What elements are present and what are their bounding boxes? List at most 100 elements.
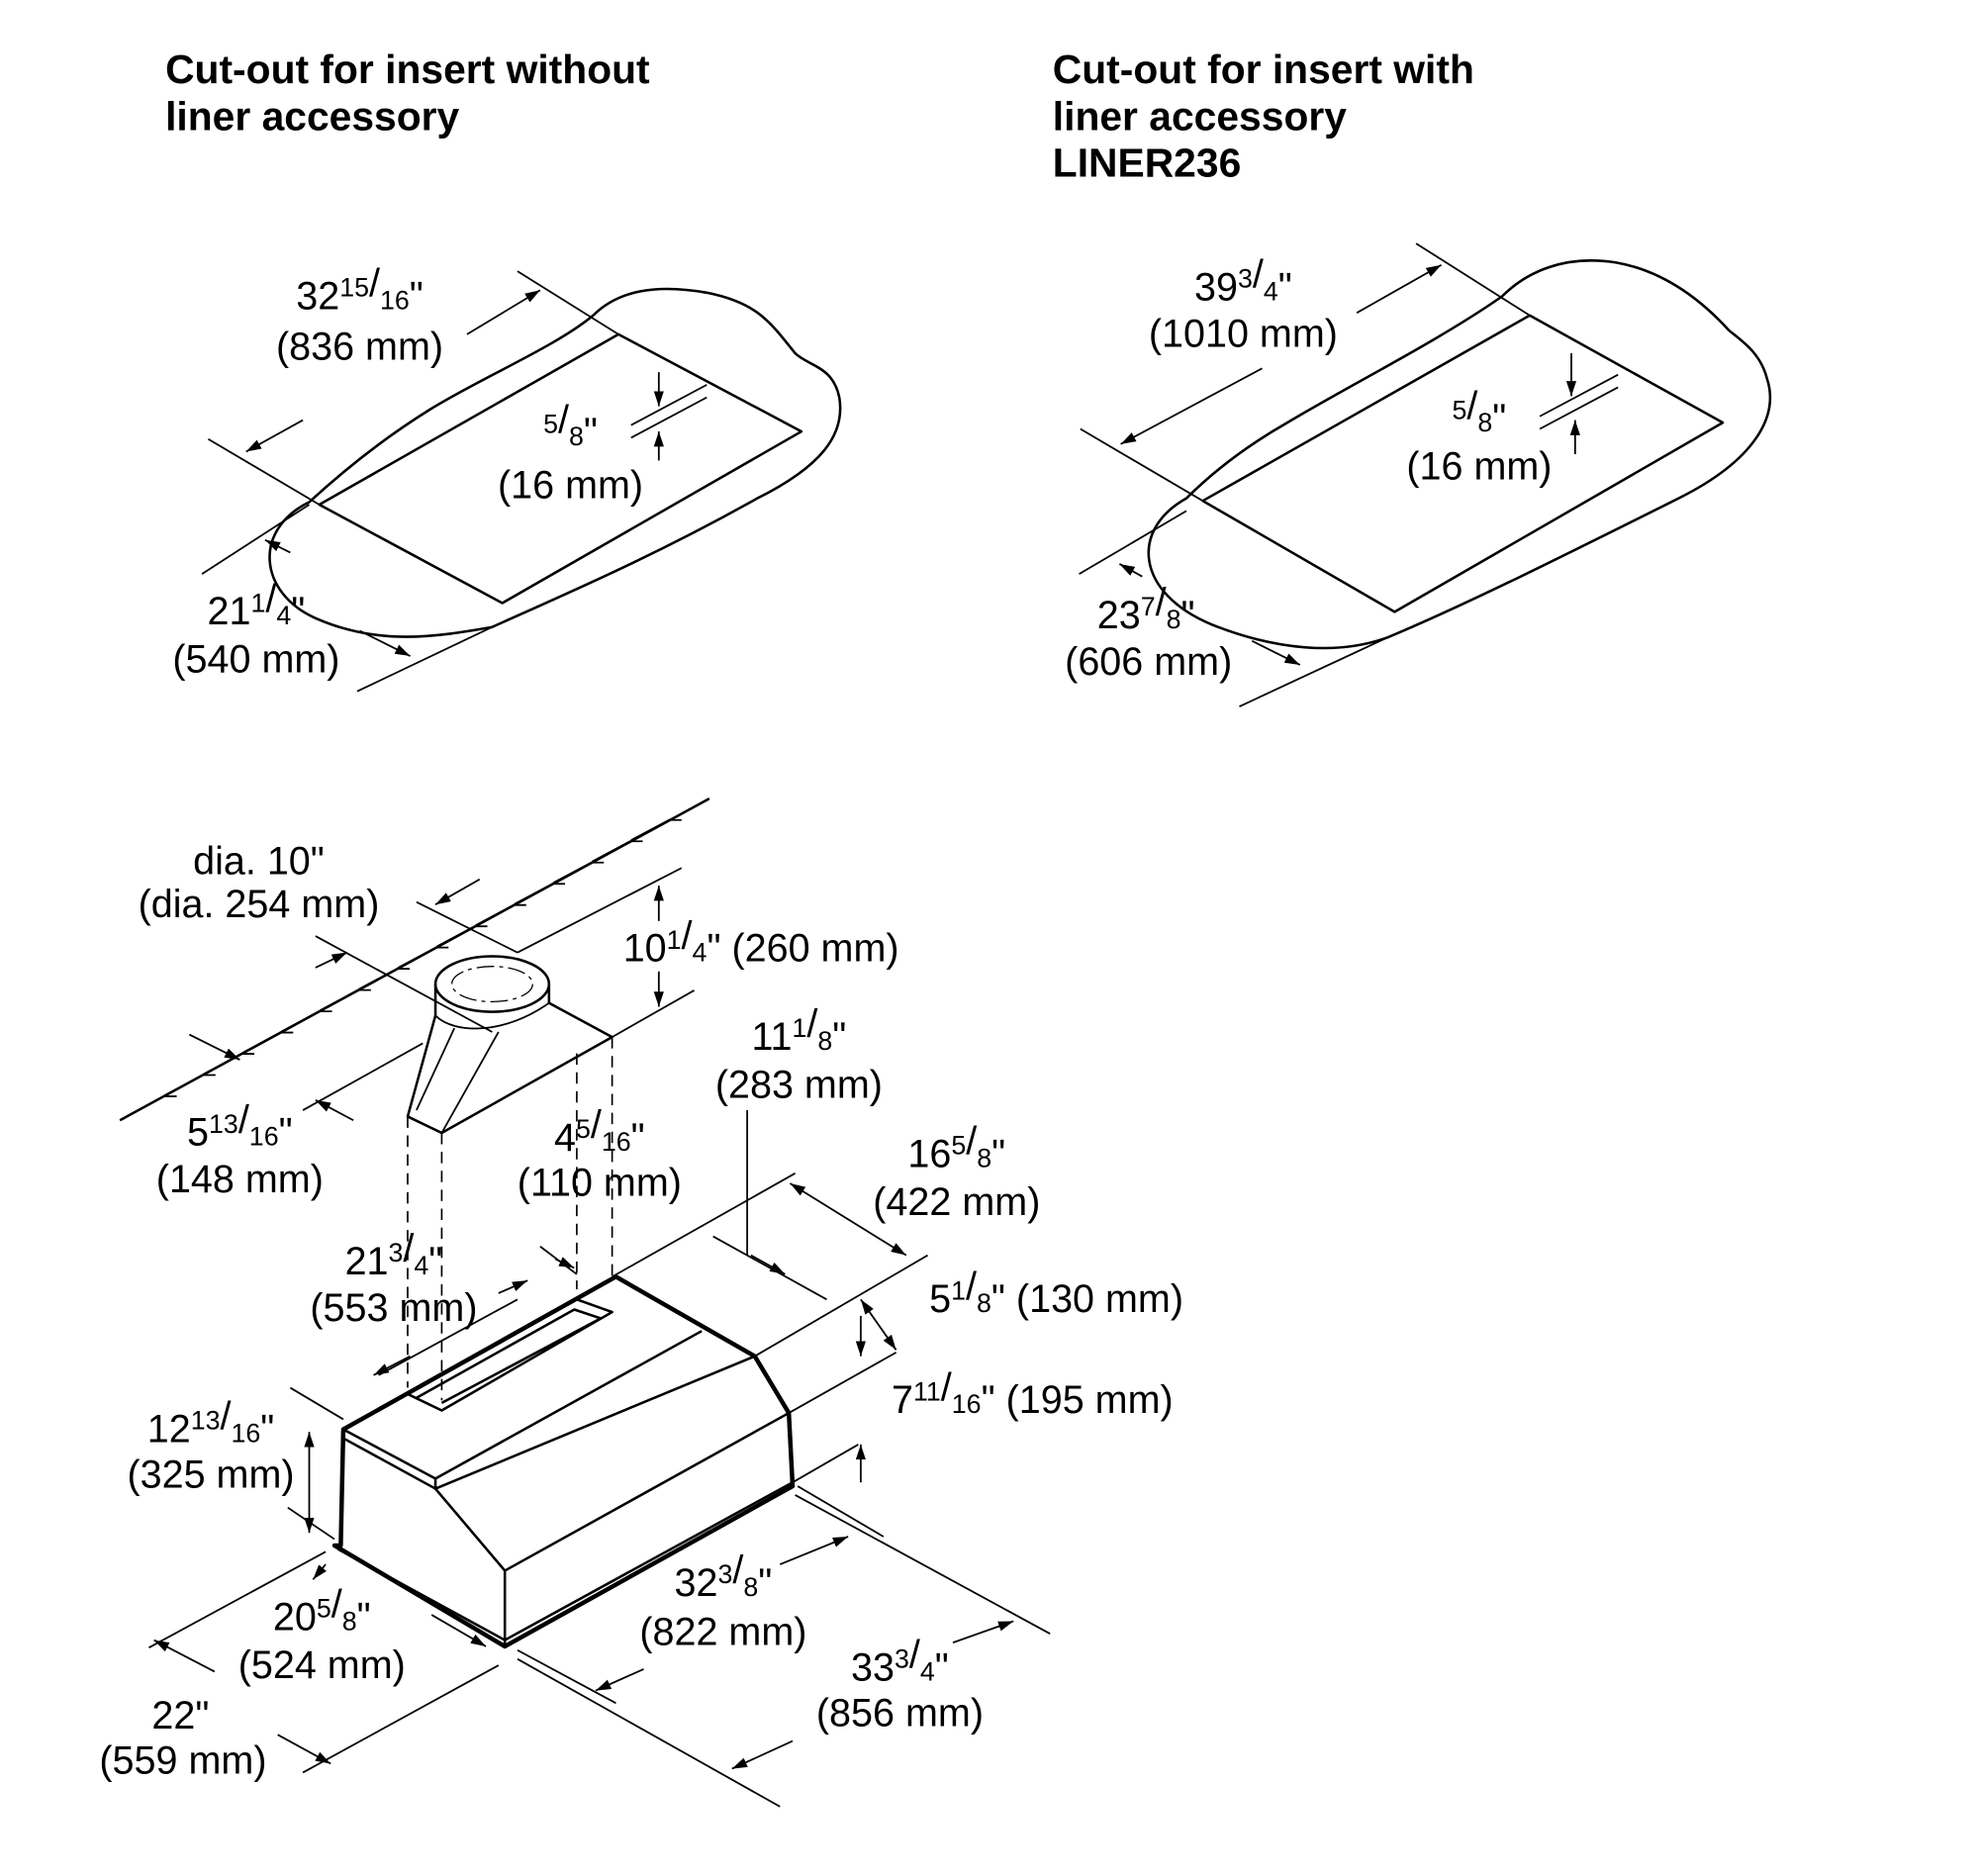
insert-unit-drawing <box>119 797 1051 1808</box>
dimension-duct-width-metric: (110 mm) <box>518 1162 682 1205</box>
dim-whole: 32 <box>674 1561 717 1605</box>
dimension-cut2-depth-metric: (606 mm) <box>1065 640 1232 684</box>
dimension-top-depth-imperial: 165/8" <box>907 1120 1005 1176</box>
dim-den: 8 <box>743 1572 758 1602</box>
dimension-duct-height-imperial: 101/4" (260 mm) <box>623 914 899 971</box>
title-with-liner: Cut-out for insert with liner accessory … <box>1053 47 1485 185</box>
fraction-slash: / <box>220 1395 231 1439</box>
fraction-slash: / <box>941 1365 952 1409</box>
dim-suffix: " <box>311 840 325 884</box>
dim-whole: 12 <box>147 1407 191 1451</box>
ceiling-hatch <box>126 818 682 1118</box>
dim-num: 3 <box>1238 264 1253 294</box>
fraction-slash: / <box>966 1120 977 1164</box>
cutout-without-liner-drawing <box>201 270 842 693</box>
fraction-slash: / <box>369 262 380 306</box>
cutout-with-liner-drawing <box>1079 242 1772 707</box>
dim-whole: 7 <box>892 1378 913 1422</box>
dim-suffix: " <box>1278 265 1292 309</box>
dim-whole: 11 <box>751 1015 792 1059</box>
dimension-cut1-length-imperial: 3215/16" <box>296 262 424 319</box>
dim-suffix: " <box>991 1132 1005 1175</box>
dim-suffix: " <box>1181 594 1195 637</box>
dim-suffix: " <box>357 1595 371 1639</box>
dim-den: 16 <box>952 1389 982 1419</box>
dim-num: 5 <box>1452 395 1466 424</box>
fraction-slash: / <box>558 398 569 441</box>
hatch-mark <box>203 1053 255 1076</box>
title-without-liner: Cut-out for insert without liner accesso… <box>165 47 661 139</box>
hatch-mark <box>630 818 682 841</box>
dimension-cut1-length-metric: (836 mm) <box>276 325 443 368</box>
dim-suffix: " (195 mm) <box>982 1378 1174 1422</box>
dim-num: 13 <box>191 1406 221 1436</box>
dimension-duct-offset-wall-imperial: 513/16" <box>187 1098 293 1155</box>
dim-num: 7 <box>1141 592 1156 621</box>
dimension-top-depth-metric: (422 mm) <box>873 1180 1040 1224</box>
fraction-slash: / <box>732 1548 743 1592</box>
hatch-mark <box>358 968 411 990</box>
hatch-mark <box>552 861 605 884</box>
dimension-duct-dia-imperial: dia. 10" <box>193 840 325 884</box>
dimension-body-depth-imperial: 205/8" <box>273 1583 371 1640</box>
dimension-flange-width-metric: (856 mm) <box>816 1691 984 1735</box>
dimension-flange-depth-imperial: 22" <box>151 1694 209 1737</box>
dim-num: 1 <box>667 925 682 955</box>
dimension-labels: 3215/16"(836 mm)5/8"(16 mm)211/4"(540 mm… <box>99 253 1552 1783</box>
hatch-mark <box>514 883 566 905</box>
dimension-body-depth-metric: (524 mm) <box>238 1643 406 1687</box>
dim-suffix: " <box>410 274 424 318</box>
hatch-mark <box>241 1031 294 1054</box>
dim-den: 4 <box>276 601 291 630</box>
fraction-slash: / <box>1253 253 1264 297</box>
fraction-slash: / <box>1466 384 1477 427</box>
fraction-slash: / <box>682 914 693 958</box>
dim-suffix: " <box>195 1694 209 1737</box>
dim-whole: dia. 10 <box>193 840 311 884</box>
fraction-slash: / <box>1156 581 1167 624</box>
dim-num: 11 <box>913 1376 941 1406</box>
dim-suffix: " <box>1492 397 1506 440</box>
dimension-bevel-height-imperial: 51/8" (130 mm) <box>929 1265 1183 1321</box>
dim-whole: 10 <box>623 927 667 971</box>
dimension-total-height-imperial: 1213/16" <box>147 1395 275 1452</box>
dim-num: 1 <box>793 1013 807 1043</box>
dim-whole: 22 <box>151 1694 195 1737</box>
fraction-slash: / <box>238 1098 249 1142</box>
dimension-duct-width-imperial: 45/16" <box>554 1103 645 1160</box>
dimension-flange-depth-metric: (559 mm) <box>99 1739 266 1783</box>
dim-den: 8 <box>977 1288 991 1318</box>
hatch-mark <box>475 903 526 926</box>
hatch-mark <box>397 946 449 969</box>
fraction-slash: / <box>806 1002 817 1046</box>
dimension-body-width-imperial: 323/8" <box>674 1548 772 1605</box>
dimension-cut2-length-imperial: 393/4" <box>1194 253 1292 310</box>
hatch-mark <box>592 840 643 863</box>
dim-den: 8 <box>569 422 584 451</box>
dim-suffix: " (130 mm) <box>991 1277 1183 1321</box>
dimension-duct-offset-back-metric: (283 mm) <box>715 1063 883 1106</box>
dim-den: 16 <box>249 1122 279 1152</box>
dim-suffix: " (260 mm) <box>707 927 898 971</box>
dim-suffix: " <box>584 411 598 454</box>
dim-den: 8 <box>977 1143 991 1172</box>
dim-den: 8 <box>342 1606 357 1636</box>
dimension-duct-side-imperial: 213/4" <box>345 1227 443 1283</box>
dim-num: 1 <box>951 1275 966 1305</box>
dim-num: 3 <box>389 1238 404 1267</box>
dim-num: 13 <box>209 1109 238 1139</box>
hatch-mark <box>281 1010 332 1033</box>
dimension-duct-offset-wall-metric: (148 mm) <box>156 1158 324 1201</box>
dimension-side-height-imperial: 711/16" (195 mm) <box>892 1365 1174 1422</box>
fraction-slash: / <box>331 1583 342 1627</box>
dim-num: 15 <box>339 273 369 303</box>
dimension-cut2-gap-imperial: 5/8" <box>1452 384 1506 440</box>
fraction-slash: / <box>265 577 276 620</box>
dim-whole: 39 <box>1194 265 1238 309</box>
dimension-body-width-metric: (822 mm) <box>639 1611 806 1654</box>
dim-suffix: " <box>631 1116 645 1160</box>
fraction-slash: / <box>591 1103 602 1147</box>
dimension-cut2-length-metric: (1010 mm) <box>1149 313 1338 356</box>
hatch-mark <box>320 988 371 1011</box>
